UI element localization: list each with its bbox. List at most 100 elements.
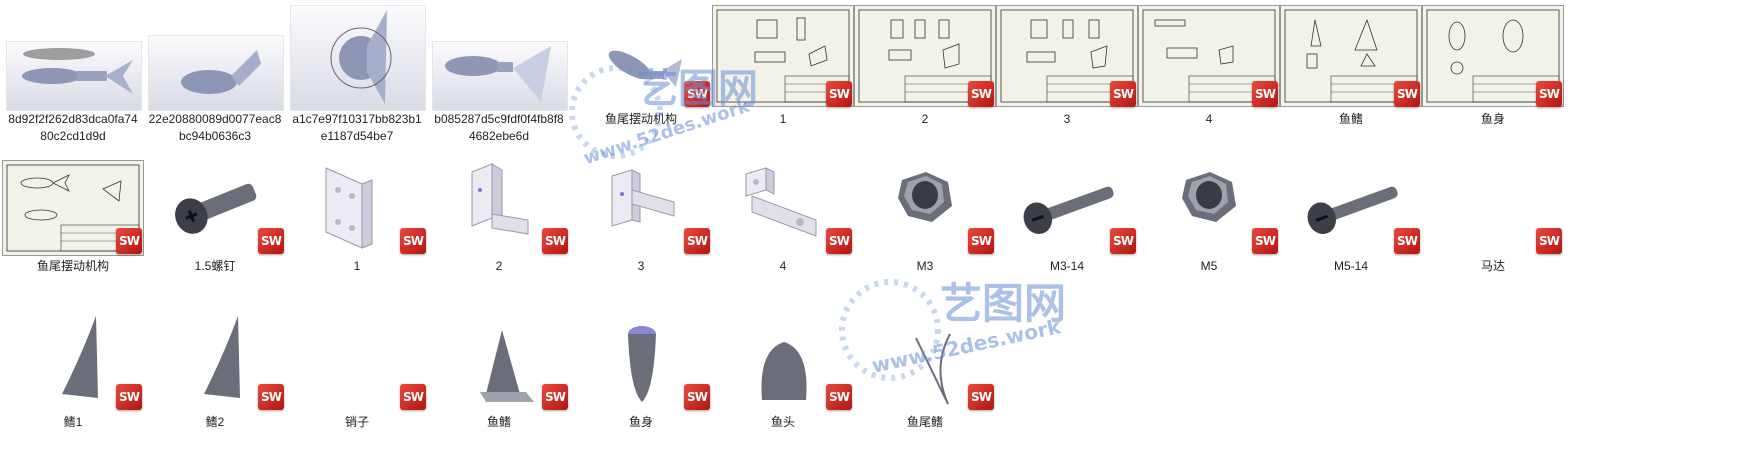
- part-thumbnail: SW: [1280, 160, 1422, 256]
- file-item-image-2[interactable]: 22e20880089d0077eac8bc94b0636c3: [144, 5, 286, 145]
- file-item-part-m3-14[interactable]: SW M3-14: [996, 160, 1138, 275]
- file-name: 3: [1063, 112, 1071, 126]
- file-item-image-3[interactable]: a1c7e97f10317bb823b1e1187d54be7: [286, 5, 428, 145]
- drawing-thumbnail: SW: [712, 5, 854, 109]
- file-name: 马达: [1480, 259, 1505, 273]
- file-name: M5: [1200, 259, 1218, 273]
- solidworks-part-icon: SW: [684, 228, 710, 254]
- file-name: 4: [779, 259, 787, 273]
- part-thumbnail: SW: [570, 294, 712, 412]
- file-item-image-4[interactable]: b085287d5c9fdf0f4fb8f84682ebe6d: [428, 5, 570, 145]
- file-item-part-screw[interactable]: SW 1.5螺钉: [144, 160, 286, 275]
- engineering-drawing-sheet: [854, 5, 996, 107]
- image-thumbnail: [428, 5, 570, 111]
- file-name: 鳍2: [205, 415, 225, 429]
- file-item-part-2[interactable]: SW 2: [428, 160, 570, 275]
- file-name: 鱼尾摆动机构: [604, 112, 677, 126]
- solidworks-part-icon: SW: [968, 384, 994, 410]
- solidworks-part-icon: SW: [1536, 228, 1562, 254]
- solidworks-drawing-icon: SW: [1394, 81, 1420, 107]
- assembly-thumbnail: SW: [570, 5, 712, 109]
- file-item-part-4[interactable]: SW 4: [712, 160, 854, 275]
- part-thumbnail: SW: [144, 160, 286, 256]
- file-item-drawing-3[interactable]: SW 3: [996, 5, 1138, 128]
- screw-model: [175, 183, 257, 234]
- file-item-drawing-fin[interactable]: SW 鱼鳍: [1280, 5, 1422, 128]
- solidworks-drawing-icon: SW: [116, 228, 142, 254]
- solidworks-drawing-icon: SW: [1110, 81, 1136, 107]
- file-item-part-motor[interactable]: SW 马达: [1422, 160, 1564, 275]
- file-item-part-1[interactable]: SW 1: [286, 160, 428, 275]
- solidworks-part-icon: SW: [258, 384, 284, 410]
- file-item-drawing-1[interactable]: SW 1: [712, 5, 854, 128]
- drawing-thumbnail: SW: [996, 5, 1138, 109]
- fish-body-model: [628, 326, 656, 402]
- fish-assembly-model: [608, 50, 682, 87]
- file-item-part-fin-1[interactable]: SW 鳍1: [2, 294, 144, 431]
- file-name: M3-14: [1049, 259, 1084, 273]
- image-thumbnail: [286, 5, 428, 111]
- file-name: 1: [353, 259, 361, 273]
- file-item-part-tail-fin[interactable]: SW 鱼尾鳍: [854, 294, 996, 431]
- solidworks-part-icon: SW: [116, 384, 142, 410]
- solidworks-part-icon: SW: [1110, 228, 1136, 254]
- part-thumbnail: SW: [428, 160, 570, 256]
- file-name: 鱼鳍: [1338, 112, 1363, 126]
- file-item-drawing-2[interactable]: SW 2: [854, 5, 996, 128]
- file-name: 1.5螺钉: [194, 259, 236, 273]
- solidworks-part-icon: SW: [542, 384, 568, 410]
- file-item-assembly[interactable]: SW 鱼尾摆动机构: [570, 5, 712, 128]
- solidworks-part-icon: SW: [1394, 228, 1420, 254]
- file-item-part-fish-body[interactable]: SW 鱼身: [570, 294, 712, 431]
- engineering-drawing-sheet: [1138, 5, 1280, 107]
- tail-fin-model: [915, 333, 951, 405]
- bolt-model: [1307, 186, 1398, 235]
- fin-model: [204, 316, 240, 398]
- file-item-part-m5[interactable]: SW M5: [1138, 160, 1280, 275]
- solidworks-drawing-icon: SW: [1252, 81, 1278, 107]
- part-thumbnail: SW: [712, 160, 854, 256]
- part-thumbnail: SW: [144, 294, 286, 412]
- solidworks-drawing-icon: SW: [826, 81, 852, 107]
- file-item-part-3[interactable]: SW 3: [570, 160, 712, 275]
- fish-head-model: [761, 342, 807, 400]
- solidworks-drawing-icon: SW: [968, 81, 994, 107]
- file-name: 2: [495, 259, 503, 273]
- part-thumbnail: SW: [1138, 160, 1280, 256]
- fish-render-image: [6, 41, 142, 111]
- part-thumbnail: SW: [996, 160, 1138, 256]
- bracket-model: [745, 167, 817, 237]
- file-name: 22e20880089d0077eac8bc94b0636c3: [148, 112, 282, 143]
- file-item-drawing-4[interactable]: SW 4: [1138, 5, 1280, 128]
- bracket-model: [325, 167, 373, 249]
- file-item-part-m3[interactable]: SW M3: [854, 160, 996, 275]
- drawing-thumbnail: SW: [1138, 5, 1280, 109]
- fish-render-image: [290, 5, 426, 111]
- file-item-part-fish-head[interactable]: SW 鱼头: [712, 294, 854, 431]
- file-item-part-pin[interactable]: SW 销子: [286, 294, 428, 431]
- file-item-image-1[interactable]: 8d92f2f262d83dca0fa7480c2cd1d9d: [2, 5, 144, 145]
- drawing-thumbnail: SW: [2, 160, 144, 256]
- file-item-part-fish-fin[interactable]: SW 鱼鳍: [428, 294, 570, 431]
- bolt-model: [1023, 186, 1114, 235]
- image-thumbnail: [2, 5, 144, 111]
- file-item-drawing-body[interactable]: SW 鱼身: [1422, 5, 1564, 128]
- file-name: 鱼身: [1480, 112, 1505, 126]
- file-name: M3: [916, 259, 934, 273]
- solidworks-part-icon: SW: [400, 228, 426, 254]
- file-name: 鱼尾摆动机构: [36, 259, 109, 273]
- file-item-drawing-assembly[interactable]: SW 鱼尾摆动机构: [2, 160, 144, 275]
- file-name: 1: [779, 112, 787, 126]
- file-name: 2: [921, 112, 929, 126]
- part-thumbnail: SW: [712, 294, 854, 412]
- file-name: 鳍1: [63, 415, 83, 429]
- file-name: a1c7e97f10317bb823b1e1187d54be7: [292, 112, 422, 143]
- solidworks-part-icon: SW: [258, 228, 284, 254]
- drawing-thumbnail: SW: [1422, 5, 1564, 109]
- file-item-part-m5-14[interactable]: SW M5-14: [1280, 160, 1422, 275]
- drawing-thumbnail: SW: [1280, 5, 1422, 109]
- solidworks-part-icon: SW: [1252, 228, 1278, 254]
- file-name: 鱼身: [628, 415, 653, 429]
- part-thumbnail: SW: [2, 294, 144, 412]
- file-item-part-fin-2[interactable]: SW 鳍2: [144, 294, 286, 431]
